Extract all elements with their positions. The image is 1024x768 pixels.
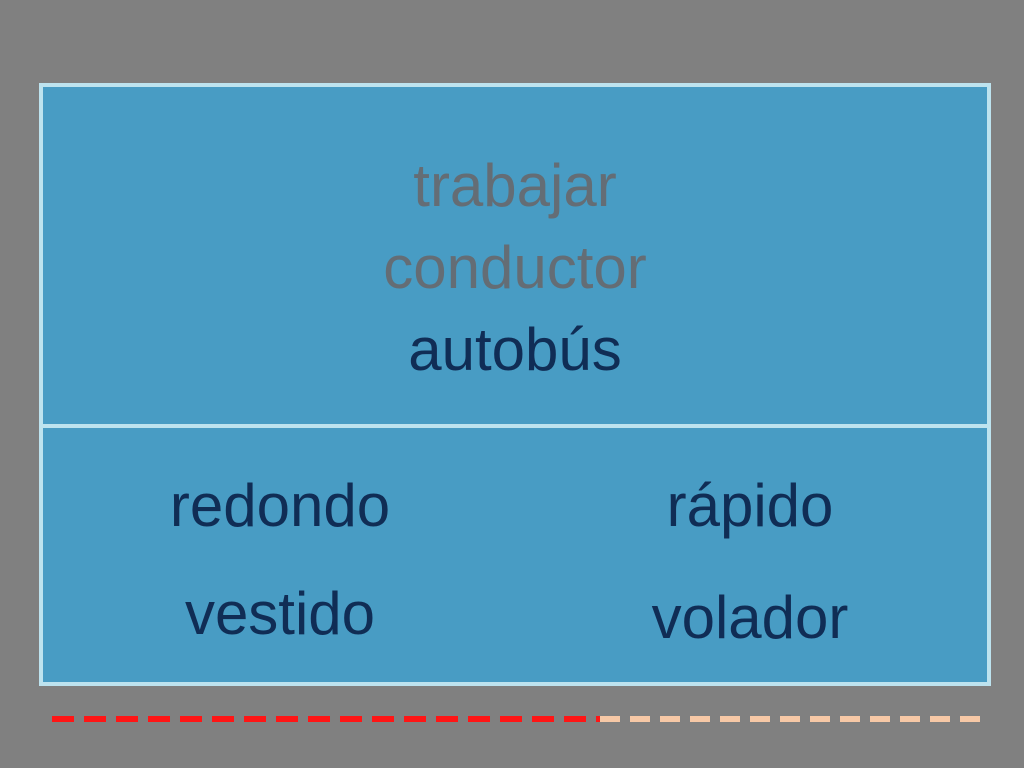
answer-options-card: redondo rápido vestido volador <box>39 424 991 686</box>
progress-bar <box>52 716 980 722</box>
answer-option[interactable]: rápido <box>666 472 834 539</box>
prompt-word-current: autobús <box>408 316 622 383</box>
answer-option[interactable]: redondo <box>169 472 391 539</box>
prompt-word: conductor <box>383 234 647 301</box>
answer-option[interactable]: vestido <box>184 580 376 647</box>
progress-remaining <box>600 716 980 722</box>
progress-completed <box>52 716 600 722</box>
answer-option[interactable]: volador <box>651 584 849 651</box>
prompt-word: trabajar <box>413 152 617 219</box>
prompt-word-list: trabajar conductor autobús <box>43 145 987 391</box>
prompt-card: trabajar conductor autobús <box>39 83 991 428</box>
